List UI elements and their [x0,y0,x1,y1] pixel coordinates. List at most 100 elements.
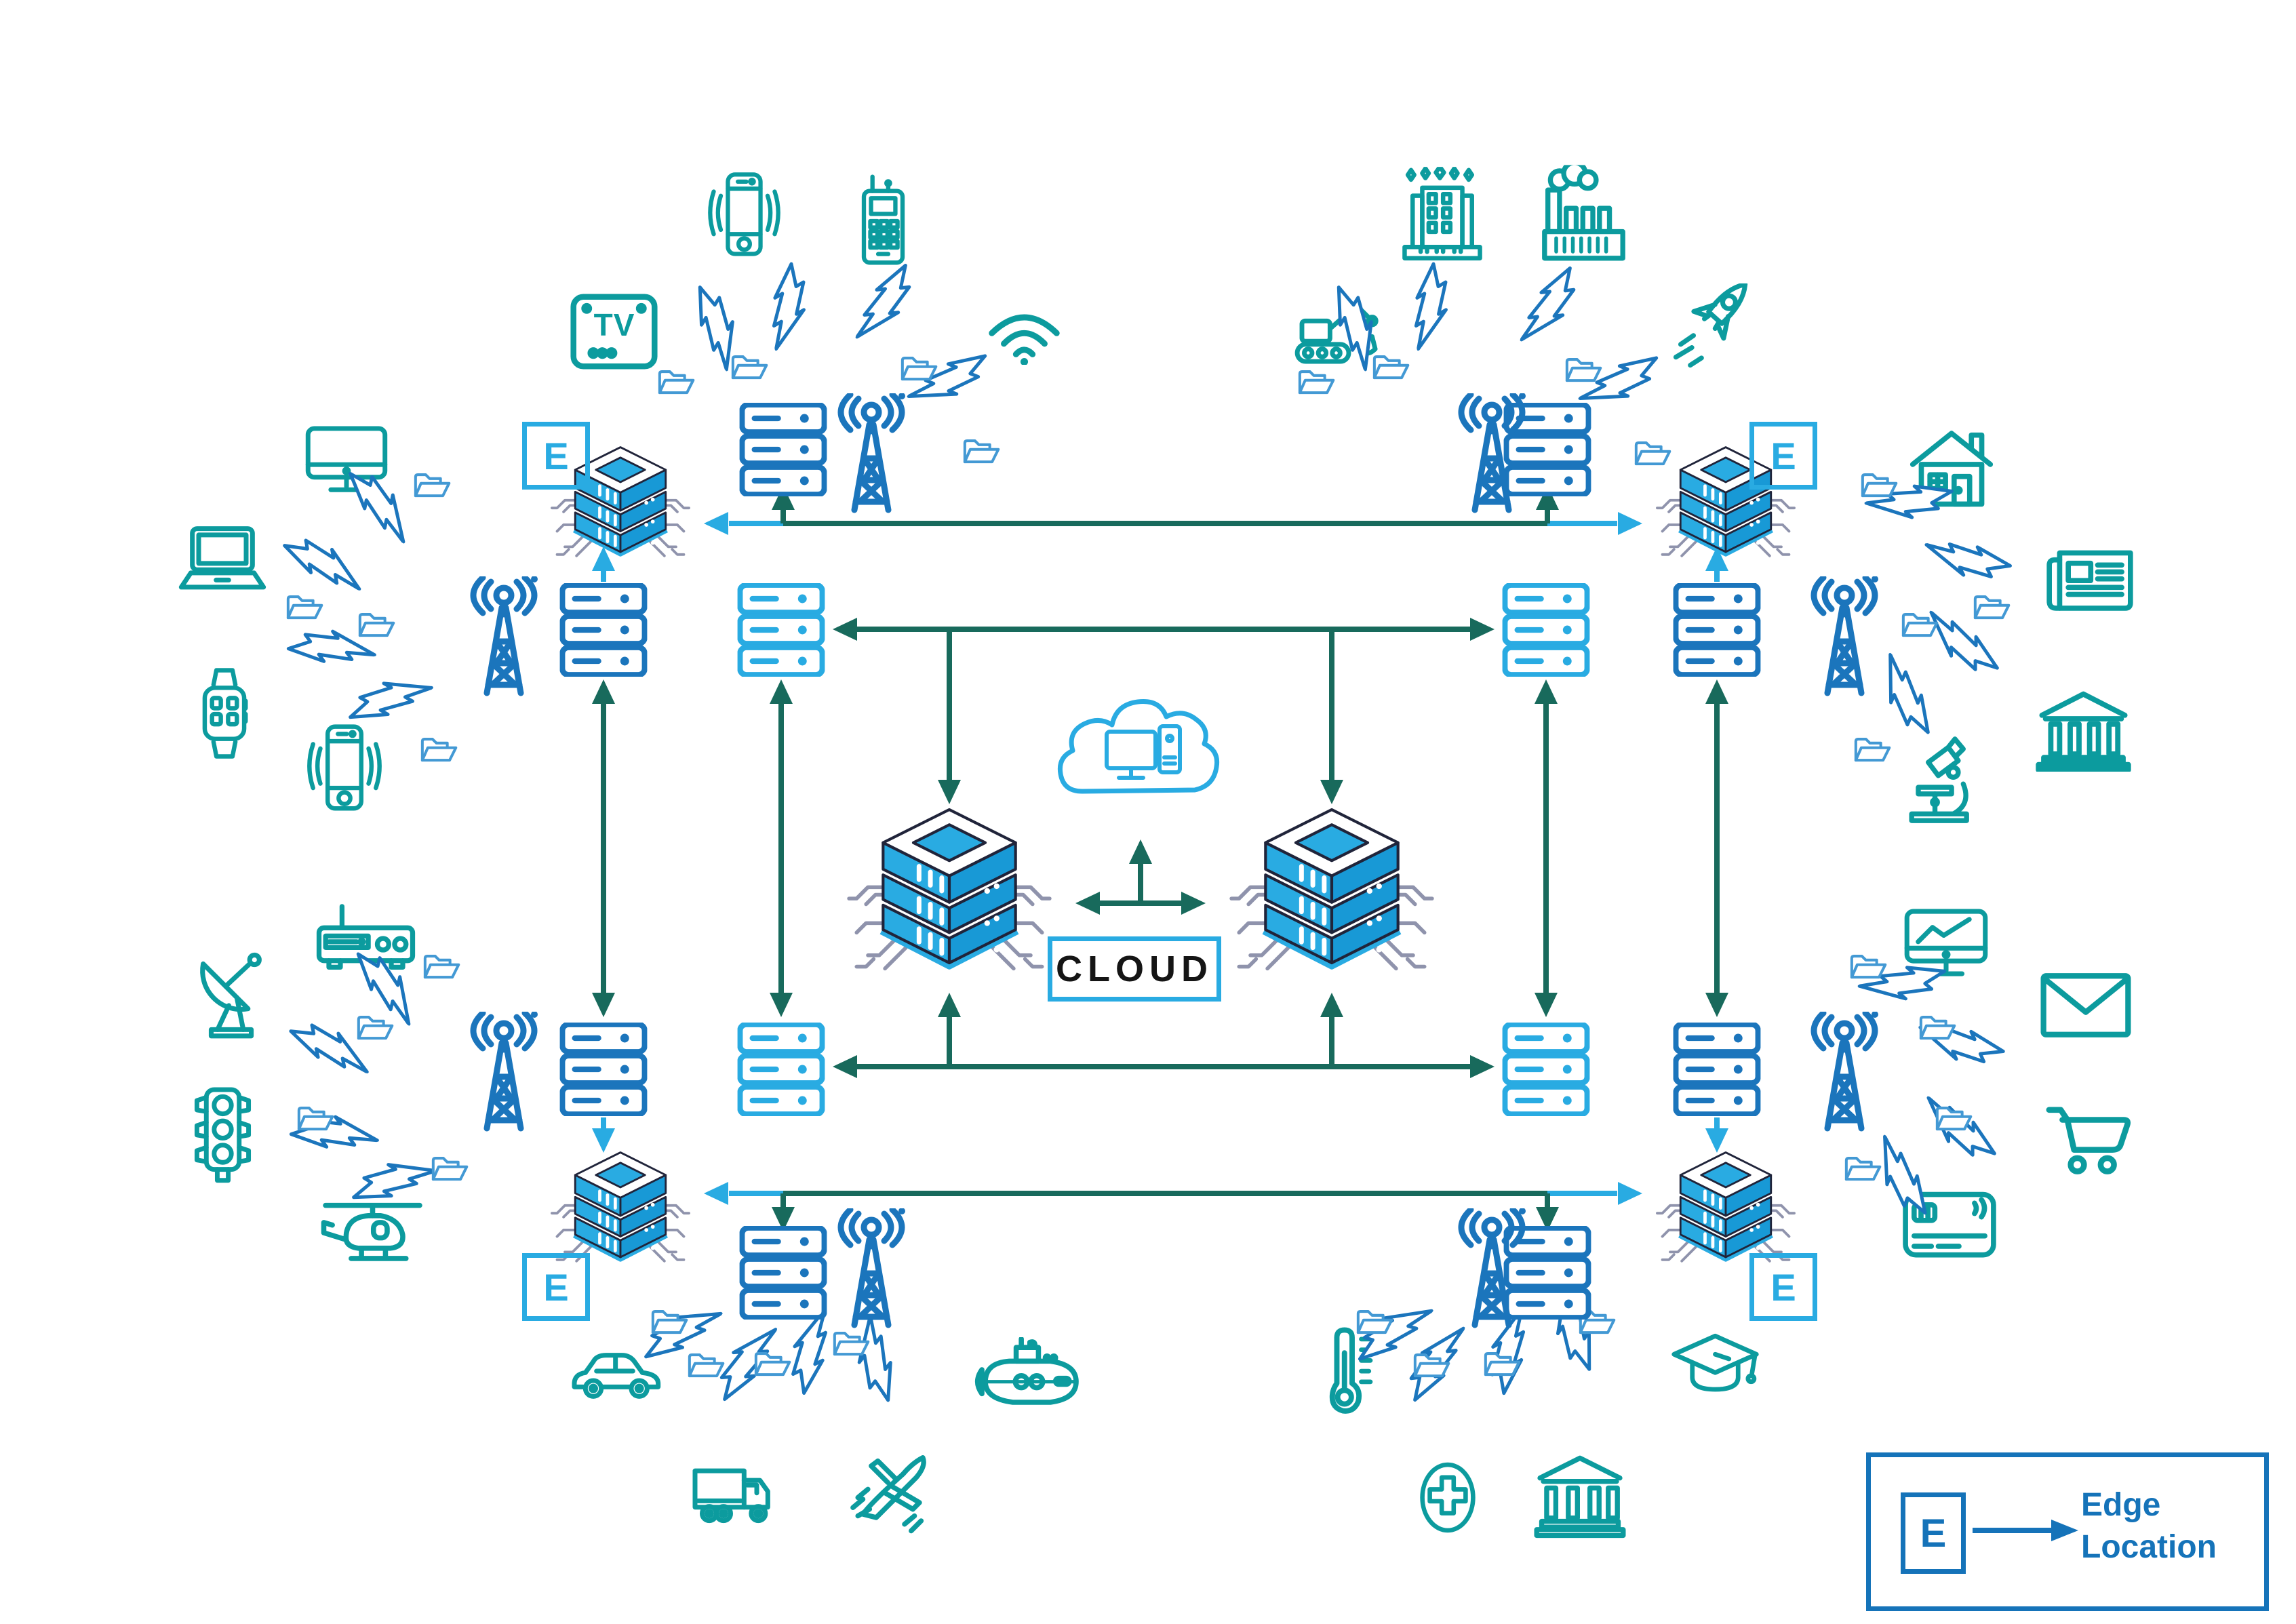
laptop-icon [175,521,270,602]
data-folder-icon [430,1153,469,1184]
factory-icon [1538,164,1629,266]
data-folder-icon [422,951,461,982]
arrowhead [833,618,857,641]
hotel-building-icon [1398,164,1486,266]
medical-cross-icon [1410,1455,1485,1540]
server-rack-icon [737,403,829,496]
arrowhead [1470,1055,1495,1078]
arrowhead [1535,679,1558,704]
data-folder-icon [1853,734,1892,765]
cloud-label-text: CLOUD [1056,949,1213,989]
legend-edge-marker-text: E [1920,1511,1947,1556]
data-folder-icon [1848,951,1888,982]
data-folder-icon [656,366,696,397]
data-folder-icon [730,351,769,382]
edge-location-marker: E [1749,1253,1817,1321]
microscope-icon [1900,732,1992,827]
newspaper-icon [2042,534,2137,622]
data-folder-icon [753,1348,792,1379]
arrowhead [704,512,728,535]
arrowhead [1618,1182,1642,1205]
airplane-icon [846,1444,938,1536]
cell-tower-icon [1794,576,1895,698]
cell-tower-icon [1441,393,1543,515]
legend: E Edge Location [1866,1452,2269,1611]
edge-location-marker: E [1749,422,1817,490]
data-folder-icon [831,1328,871,1359]
arrowhead [704,1182,728,1205]
arrowhead [592,679,615,704]
arrowhead [1705,1128,1728,1153]
arrowhead [1536,486,1559,510]
server-rack-icon [737,1226,829,1320]
core-server-stack-icon [844,800,1054,1004]
edge-location-marker: E [522,1253,590,1321]
rocket-icon [1669,283,1758,372]
legend-arrow-icon [1973,1520,2078,1541]
arrowhead [1320,780,1343,804]
data-folder-icon [962,435,1001,467]
data-folder-icon [1564,354,1603,385]
server-rack-icon [557,1023,650,1116]
cell-tower-icon [1441,1208,1543,1330]
arrowhead [772,486,795,510]
server-rack-icon [735,1023,827,1116]
arrowhead [1320,993,1343,1017]
edge-location-marker: E [522,422,590,490]
satellite-dish-icon [187,948,275,1046]
cloud-computing-icon [1050,675,1233,817]
data-folder-icon [1918,1012,1957,1043]
cloud-label-box: CLOUD [1048,936,1221,1002]
arrowhead [592,1128,615,1153]
cell-tower-icon [453,576,555,698]
data-folder-icon [285,591,324,622]
data-folder-icon [355,1012,395,1043]
arrowhead [1705,679,1728,704]
data-folder-icon [419,734,458,765]
data-folder-icon [357,609,396,640]
server-rack-icon [1500,583,1592,677]
data-folder-icon [296,1103,335,1134]
data-folder-icon [650,1306,689,1337]
graduation-cap-icon [1669,1326,1761,1410]
arrowhead [770,993,793,1017]
data-folder-icon [1355,1306,1394,1337]
edge-location-marker-text: E [1770,434,1796,477]
data-folder-icon [1934,1103,1973,1134]
cell-tower-icon [1794,1012,1895,1134]
legend-label: Edge Location [2081,1484,2217,1569]
edge-location-marker-text: E [543,1265,569,1309]
traffic-light-icon [187,1085,258,1187]
data-folder-icon [412,469,452,500]
data-folder-icon [1972,591,2011,622]
submarine-icon [970,1337,1085,1419]
legend-edge-marker: E [1901,1492,1966,1574]
arrowhead [772,1207,795,1231]
arrowhead [1470,618,1495,641]
walkie-talkie-icon [851,173,915,268]
data-folder-icon [1371,351,1410,382]
data-folder-icon [686,1349,726,1381]
arrowhead [1705,993,1728,1017]
legend-label-line1: Edge [2081,1487,2161,1523]
tv-screen-label: TV [593,307,635,342]
arrowhead [592,993,615,1017]
data-folder-icon [1900,609,1939,640]
wifi-icon [982,297,1067,365]
data-folder-icon [1412,1349,1451,1381]
cell-tower-icon [820,393,922,515]
arrowhead [1129,839,1152,864]
arrowhead [1075,892,1100,915]
shopping-cart-icon [2042,1096,2134,1181]
arrowhead [1536,1207,1559,1231]
server-rack-icon [1671,583,1763,677]
arrowhead [770,679,793,704]
truck-icon [690,1455,785,1533]
core-server-stack-icon [1227,800,1437,1004]
server-rack-icon [1500,1023,1592,1116]
server-rack-icon [557,583,650,677]
smartphone-ringing-icon [705,164,783,266]
university-icon [1529,1450,1631,1541]
